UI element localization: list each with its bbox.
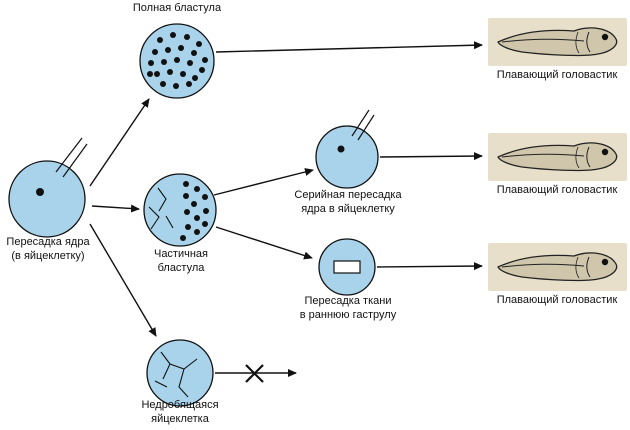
label-full-blastula: Полная бластула bbox=[132, 2, 222, 14]
arrow-partial-to-serial bbox=[213, 168, 314, 196]
arrow-source-to-full-blastula bbox=[89, 98, 150, 187]
blocked-cross-icon bbox=[245, 364, 264, 383]
partial-blastula-cell bbox=[143, 173, 217, 247]
arrow-source-to-noncleaving-egg bbox=[89, 223, 157, 337]
crack-lines bbox=[148, 187, 174, 230]
arrow-tissue-to-tadpole bbox=[376, 262, 483, 271]
label-noncleaving-egg: Недробящаяся яйцеклетка bbox=[141, 399, 219, 425]
full-blastula-cell bbox=[139, 23, 215, 99]
tissue-graft-rect bbox=[333, 260, 361, 274]
label-tadpole-1: Плавающий головастик bbox=[496, 69, 618, 81]
egg-cell-source bbox=[8, 137, 88, 238]
blastomere-dots bbox=[147, 32, 208, 89]
label-tissue-transplant: Пересадка ткани в раннюю гаструлу bbox=[299, 295, 397, 321]
micropipette-icon bbox=[351, 109, 375, 141]
tadpole-result-3 bbox=[488, 243, 627, 291]
flow-arrows bbox=[89, 41, 483, 377]
crack-lines bbox=[154, 351, 198, 398]
label-source-cell: Пересадка ядра (в яйцеклетку) bbox=[6, 236, 90, 262]
label-serial-transplant: Серийная пересадка ядра в яйцеклетку bbox=[294, 189, 402, 215]
noncleaving-egg-cell bbox=[146, 339, 214, 407]
blastomere-dots bbox=[180, 181, 209, 241]
nucleus-dot bbox=[36, 188, 44, 196]
nucleus-dot bbox=[337, 145, 345, 153]
tissue-transplant-cell bbox=[318, 238, 376, 296]
arrow-partial-to-tissue bbox=[215, 226, 313, 260]
arrow-full-blastula-to-tadpole bbox=[215, 41, 483, 53]
tadpole-result-1 bbox=[488, 18, 627, 66]
tadpole-result-2 bbox=[488, 133, 627, 181]
serial-transplant-cell bbox=[315, 109, 379, 189]
label-partial-blastula: Частичная бластула bbox=[153, 248, 208, 274]
arrow-source-to-partial-blastula bbox=[91, 204, 140, 213]
arrow-serial-to-tadpole bbox=[379, 152, 483, 161]
micropipette-icon bbox=[55, 137, 88, 178]
label-tadpole-3: Плавающий головастик bbox=[496, 294, 618, 306]
label-tadpole-2: Плавающий головастик bbox=[496, 184, 618, 196]
